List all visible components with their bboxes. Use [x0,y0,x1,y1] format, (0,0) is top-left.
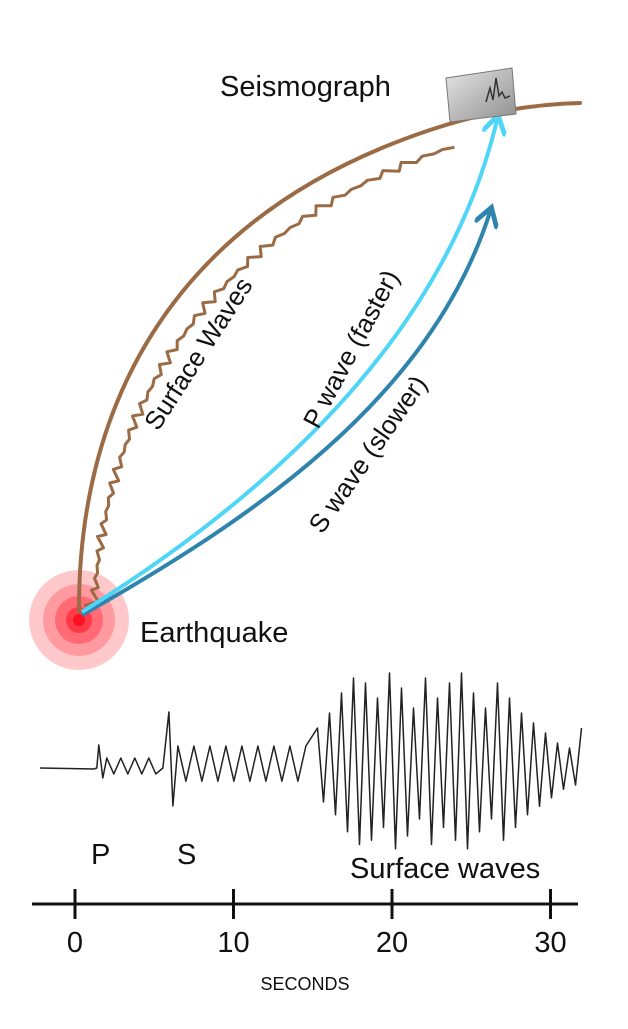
seismograph-icon [445,67,517,123]
p-arrival-label: P [91,839,110,871]
surface-waves-arrival-label: Surface waves [350,853,540,885]
s-arrival-label: S [177,839,196,871]
axis-title: SECONDS [260,974,349,994]
seismograph-label: Seismograph [220,71,391,103]
seismogram-trace [39,672,583,850]
surface-waves-path-label: Surface Waves [138,272,259,435]
time-axis-tick-label: 0 [67,927,83,959]
time-axis: 0 10 20 30 [32,889,578,959]
time-axis-tick-label: 30 [534,927,566,959]
p-wave-arrow [80,120,497,614]
time-axis-tick-label: 20 [376,927,408,959]
s-wave-arrow [81,212,490,617]
surface-wave-path [83,145,455,608]
earthquake-label: Earthquake [140,617,288,649]
time-axis-tick-label: 10 [217,927,249,959]
